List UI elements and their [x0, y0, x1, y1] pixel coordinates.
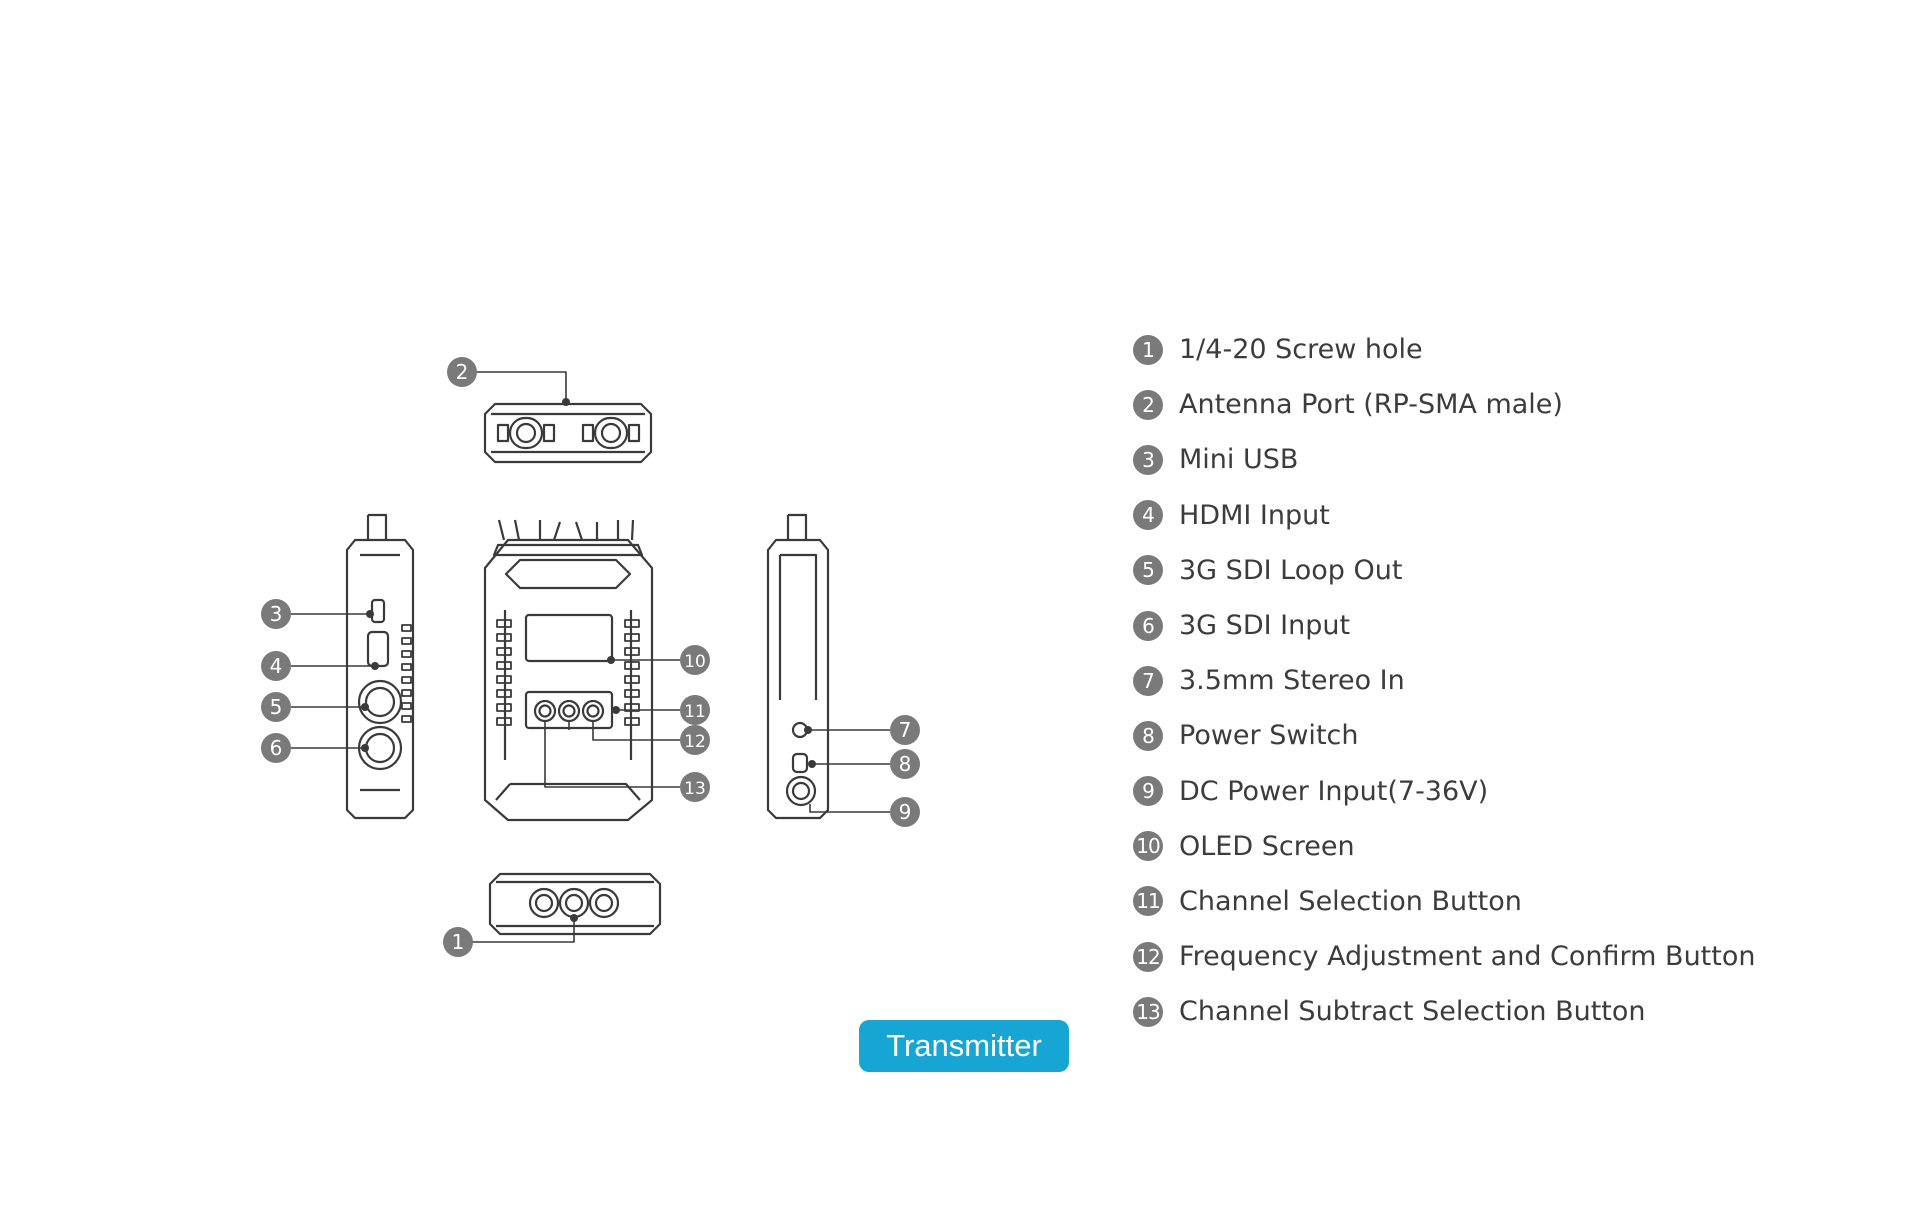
callout-2-text: 2 [456, 360, 469, 384]
callout-3: 3 [261, 599, 291, 629]
callout-7-text: 7 [899, 718, 912, 742]
legend-item: 2 Antenna Port (RP-SMA male) [1133, 377, 1893, 432]
legend-label: Power Switch [1179, 720, 1359, 752]
callout-2: 2 [447, 357, 477, 387]
callout-5-text: 5 [270, 695, 283, 719]
legend-badge: 7 [1133, 665, 1163, 696]
legend-badge: 10 [1133, 831, 1163, 862]
callout-4-text: 4 [270, 654, 283, 678]
callout-13: 13 [680, 772, 710, 802]
hdmi-input-port [366, 630, 390, 668]
sdi-loop-out-port [357, 679, 403, 725]
legend-label: Channel Selection Button [1179, 885, 1522, 917]
oled-screen [524, 613, 614, 663]
frequency-confirm-button [557, 699, 581, 723]
legend-label: HDMI Input [1179, 499, 1330, 531]
legend-item: 10 OLED Screen [1133, 819, 1893, 874]
legend-item: 7 3.5mm Stereo In [1133, 653, 1893, 708]
legend-badge: 4 [1133, 500, 1163, 531]
callout-9-text: 9 [899, 800, 912, 824]
callout-12-text: 12 [684, 732, 706, 752]
device-bottom-view [488, 872, 662, 936]
callout-3-text: 3 [270, 602, 283, 626]
legend-label: Mini USB [1179, 444, 1299, 476]
legend-item: 13 Channel Subtract Selection Button [1133, 984, 1893, 1039]
channel-subtract-button [533, 699, 557, 723]
callout-5: 5 [261, 692, 291, 722]
legend-item: 8 Power Switch [1133, 708, 1893, 763]
callout-11: 11 [680, 695, 710, 725]
legend-badge: 9 [1133, 776, 1163, 807]
legend: 1 1/4-20 Screw hole 2 Antenna Port (RP-SMA… [1133, 322, 1893, 1039]
legend-item: 9 DC Power Input(7-36V) [1133, 764, 1893, 819]
legend-badge: 12 [1133, 941, 1163, 972]
power-switch [791, 752, 809, 774]
callout-6-text: 6 [270, 736, 283, 760]
callout-11-text: 11 [684, 702, 706, 722]
legend-label: Channel Subtract Selection Button [1179, 996, 1646, 1028]
legend-label: 3G SDI Loop Out [1179, 554, 1403, 586]
callout-4: 4 [261, 651, 291, 681]
dc-power-port [785, 775, 817, 807]
mini-usb-port [370, 598, 386, 624]
legend-label: Frequency Adjustment and Confirm Button [1179, 941, 1756, 973]
callout-13-text: 13 [684, 779, 706, 799]
legend-badge: 13 [1133, 996, 1163, 1027]
callout-10: 10 [680, 645, 710, 675]
callout-1: 1 [443, 927, 473, 957]
legend-badge: 8 [1133, 720, 1163, 751]
callout-6: 6 [261, 733, 291, 763]
channel-selection-button [581, 699, 605, 723]
legend-item: 4 HDMI Input [1133, 488, 1893, 543]
legend-label: 1/4-20 Screw hole [1179, 334, 1423, 366]
callout-8: 8 [890, 749, 920, 779]
antenna-port-left [508, 416, 544, 450]
device-right-side-view [766, 513, 830, 820]
callout-10-text: 10 [684, 652, 706, 672]
legend-label: OLED Screen [1179, 830, 1355, 862]
legend-badge: 1 [1133, 334, 1163, 365]
legend-label: Antenna Port (RP-SMA male) [1179, 389, 1563, 421]
legend-item: 12 Frequency Adjustment and Confirm Butto… [1133, 929, 1893, 984]
legend-item: 6 3G SDI Input [1133, 598, 1893, 653]
legend-badge: 11 [1133, 886, 1163, 917]
device-top-view [483, 402, 653, 464]
legend-badge: 5 [1133, 555, 1163, 586]
legend-item: 1 1/4-20 Screw hole [1133, 322, 1893, 377]
callout-9: 9 [890, 797, 920, 827]
callout-12: 12 [680, 725, 710, 755]
legend-label: 3.5mm Stereo In [1179, 665, 1405, 697]
legend-badge: 3 [1133, 444, 1163, 475]
device-left-side-view [345, 513, 415, 820]
legend-item: 11 Channel Selection Button [1133, 874, 1893, 929]
callout-1-text: 1 [452, 930, 465, 954]
legend-label: 3G SDI Input [1179, 610, 1351, 642]
callout-7: 7 [890, 715, 920, 745]
antenna-port-right [593, 416, 629, 450]
transmitter-caption: Transmitter [859, 1020, 1069, 1072]
legend-item: 3 Mini USB [1133, 432, 1893, 487]
legend-item: 5 3G SDI Loop Out [1133, 543, 1893, 598]
device-front-view [483, 519, 654, 822]
legend-badge: 6 [1133, 610, 1163, 641]
legend-badge: 2 [1133, 389, 1163, 420]
callout-8-text: 8 [899, 752, 912, 776]
leader-lines [291, 371, 890, 943]
legend-label: DC Power Input(7-36V) [1179, 775, 1489, 807]
